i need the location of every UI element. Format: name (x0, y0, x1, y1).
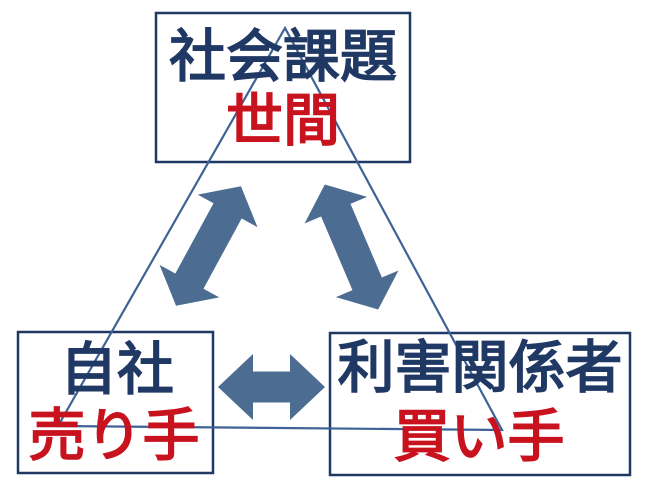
box-own-company (16, 330, 215, 475)
label-social-issues: 社会課題 (169, 25, 397, 89)
label-seller: 売り手 (29, 404, 200, 468)
box-social-issues (154, 11, 412, 164)
label-public: 世間 (226, 89, 340, 153)
box-stakeholders (328, 331, 632, 477)
double-arrow-bottomleft-bottomright-icon (218, 354, 325, 420)
label-stakeholders: 利害関係者 (338, 336, 623, 400)
double-arrow-top-bottomleft-icon (159, 186, 258, 306)
triangle-outline-icon (56, 25, 504, 432)
double-arrow-top-bottomright-icon (304, 184, 399, 310)
label-buyer: 買い手 (394, 405, 565, 469)
label-own-company: 自社 (60, 338, 174, 402)
